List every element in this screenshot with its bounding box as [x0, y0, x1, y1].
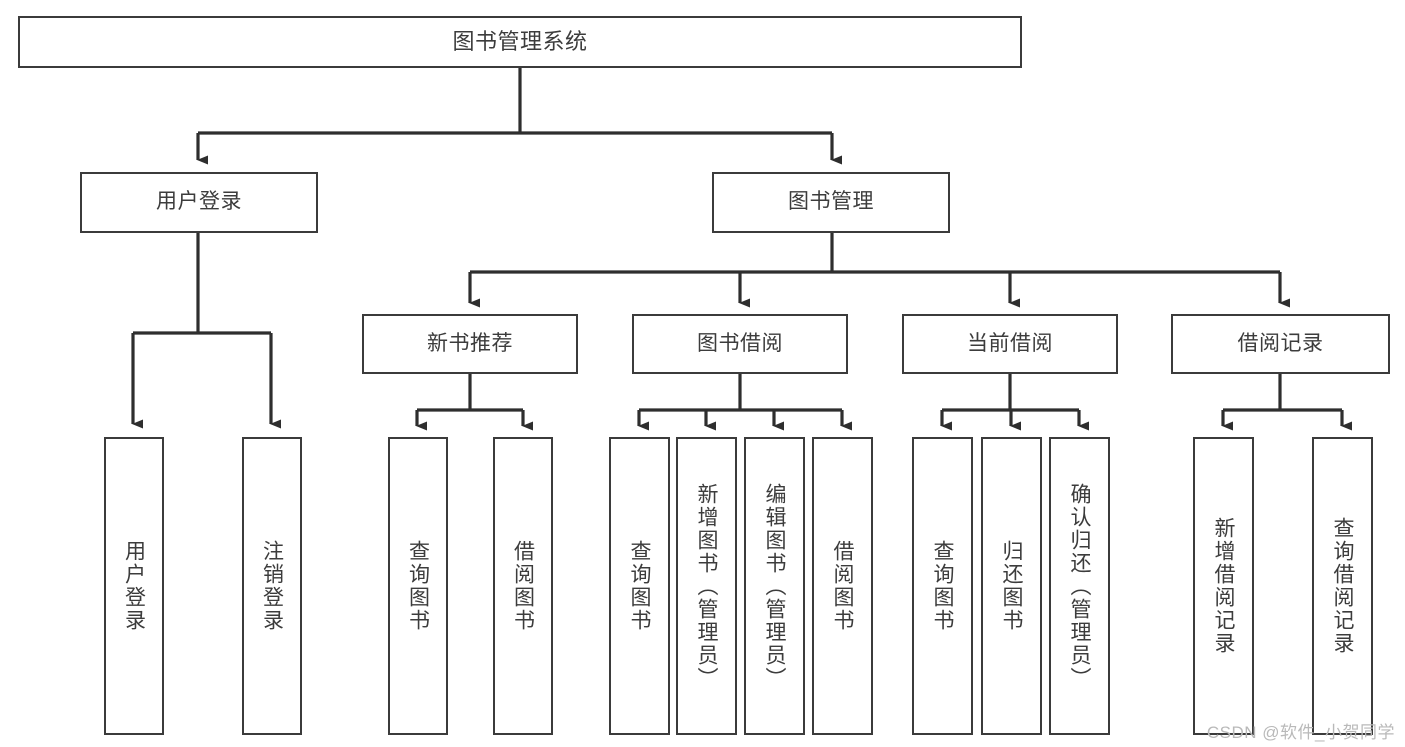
leaf-label: 查询图书 [406, 540, 430, 632]
leaf-borrow-query-book[interactable]: 查询图书 [609, 437, 670, 735]
leaf-current-query-book[interactable]: 查询图书 [912, 437, 973, 735]
node-current-borrow[interactable]: 当前借阅 [902, 314, 1118, 374]
node-user-login-label: 用户登录 [156, 190, 242, 214]
node-book-borrow-label: 图书借阅 [697, 331, 783, 355]
leaf-borrow-add-book-admin[interactable]: 新增图书（管理员） [676, 437, 737, 735]
node-new-book-recommend[interactable]: 新书推荐 [362, 314, 578, 374]
leaf-label: 归还图书 [1000, 540, 1024, 632]
leaf-label: 新增图书（管理员） [695, 482, 719, 690]
leaf-borrow-borrow-book[interactable]: 借阅图书 [812, 437, 873, 735]
leaf-new-book-borrow[interactable]: 借阅图书 [493, 437, 553, 735]
leaf-label: 确认归还（管理员） [1068, 482, 1092, 690]
leaf-label: 借阅图书 [831, 540, 855, 632]
leaf-current-confirm-return-admin[interactable]: 确认归还（管理员） [1049, 437, 1110, 735]
leaf-user-login-signout[interactable]: 注销登录 [242, 437, 302, 735]
leaf-new-book-query[interactable]: 查询图书 [388, 437, 448, 735]
node-root[interactable]: 图书管理系统 [18, 16, 1022, 68]
node-book-management-label: 图书管理 [788, 190, 874, 214]
node-user-login[interactable]: 用户登录 [80, 172, 318, 233]
node-borrow-record-label: 借阅记录 [1237, 331, 1324, 355]
node-root-label: 图书管理系统 [452, 29, 588, 55]
leaf-label: 借阅图书 [511, 540, 535, 632]
leaf-label: 用户登录 [122, 540, 146, 632]
node-book-borrow[interactable]: 图书借阅 [632, 314, 848, 374]
node-book-management[interactable]: 图书管理 [712, 172, 950, 233]
leaf-label: 查询图书 [628, 540, 652, 632]
leaf-label: 注销登录 [260, 540, 284, 632]
leaf-record-add[interactable]: 新增借阅记录 [1193, 437, 1254, 735]
watermark: CSDN @软件_小贺同学 [1206, 723, 1395, 742]
leaf-label: 新增借阅记录 [1212, 517, 1236, 655]
leaf-label: 查询图书 [931, 540, 955, 632]
leaf-borrow-edit-book-admin[interactable]: 编辑图书（管理员） [744, 437, 805, 735]
leaf-current-return-book[interactable]: 归还图书 [981, 437, 1042, 735]
leaf-user-login-signin[interactable]: 用户登录 [104, 437, 164, 735]
node-new-book-recommend-label: 新书推荐 [427, 331, 513, 355]
node-current-borrow-label: 当前借阅 [967, 331, 1053, 355]
leaf-record-query[interactable]: 查询借阅记录 [1312, 437, 1373, 735]
leaf-label: 编辑图书（管理员） [763, 482, 787, 690]
node-borrow-record[interactable]: 借阅记录 [1171, 314, 1390, 374]
leaf-label: 查询借阅记录 [1331, 517, 1355, 655]
